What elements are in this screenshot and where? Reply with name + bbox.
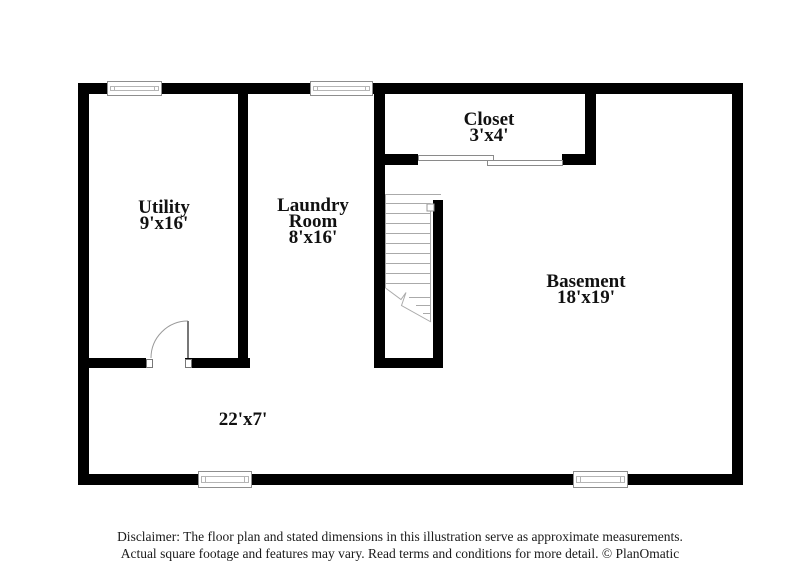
window-tick bbox=[580, 476, 581, 483]
room-label-closet: Closet 3'x4' bbox=[429, 109, 549, 146]
window-tick bbox=[205, 476, 206, 483]
window-bottom-left bbox=[198, 471, 252, 488]
sliding-door-panel-left bbox=[418, 155, 494, 161]
wall-utility-bottom-right bbox=[185, 358, 250, 368]
wall-utility-bottom-left bbox=[89, 358, 146, 368]
room-dimensions: 22'x7' bbox=[218, 409, 268, 430]
wall-stair-bottom bbox=[385, 358, 443, 368]
window-pane bbox=[313, 86, 370, 91]
window-tick bbox=[154, 86, 155, 91]
disclaimer-line-2: Actual square footage and features may v… bbox=[120, 546, 680, 561]
window-tick bbox=[620, 476, 621, 483]
window-bottom-right bbox=[573, 471, 628, 488]
window-top-left bbox=[107, 81, 162, 96]
door-jamb-right bbox=[185, 359, 192, 368]
wall-stair-left bbox=[374, 94, 385, 368]
window-tick bbox=[317, 86, 318, 91]
window-pane bbox=[110, 86, 159, 91]
exterior-wall bbox=[78, 83, 743, 485]
room-name: Basement bbox=[546, 271, 626, 292]
window-pane bbox=[576, 476, 625, 483]
room-label-hall: 22'x7' bbox=[183, 409, 303, 430]
window-pane bbox=[201, 476, 249, 483]
room-name: Room bbox=[288, 211, 338, 232]
wall-utility-laundry-divider bbox=[238, 94, 248, 368]
room-label-laundry: Laundry Room 8'x16' bbox=[253, 195, 373, 248]
window-tick bbox=[114, 86, 115, 91]
room-dimensions: 3'x4' bbox=[469, 125, 509, 146]
window-top-center bbox=[310, 81, 373, 96]
room-label-basement: Basement 18'x19' bbox=[516, 271, 656, 308]
door-jamb-left bbox=[146, 359, 153, 368]
room-dimensions: 8'x16' bbox=[288, 227, 338, 248]
window-tick bbox=[244, 476, 245, 483]
disclaimer: Disclaimer: The floor plan and stated di… bbox=[0, 528, 800, 562]
room-label-utility: Utility 9'x16' bbox=[104, 197, 224, 234]
disclaimer-line-1: Disclaimer: The floor plan and stated di… bbox=[117, 529, 683, 544]
room-name: Laundry bbox=[277, 195, 349, 216]
wall-closet-bottom-left bbox=[385, 154, 418, 165]
wall-stair-right bbox=[433, 200, 443, 368]
window-tick bbox=[365, 86, 366, 91]
wall-closet-right bbox=[585, 94, 596, 165]
room-name: Closet bbox=[463, 109, 515, 130]
sliding-door-panel-right bbox=[487, 160, 563, 166]
room-dimensions: 9'x16' bbox=[139, 213, 189, 234]
room-dimensions: 18'x19' bbox=[556, 287, 616, 308]
wall-closet-bottom-right bbox=[562, 154, 596, 165]
room-name: Utility bbox=[138, 197, 190, 218]
